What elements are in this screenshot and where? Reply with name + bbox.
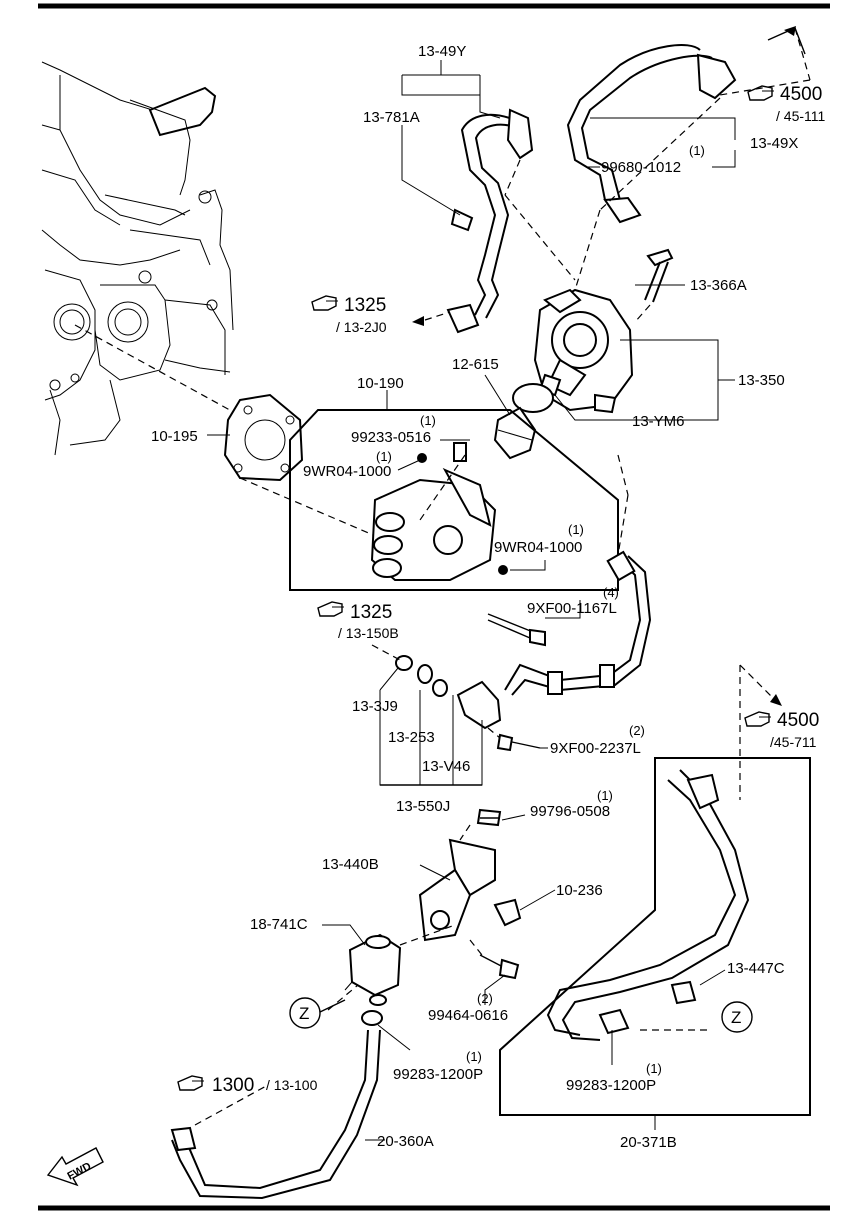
ref-1325-mid-sub: / 13-150B [338, 625, 399, 641]
z-marker-right: Z [731, 1008, 741, 1027]
label-99283-1200P-right: 99283-1200P [566, 1077, 656, 1094]
qty-99233-0516: (1) [420, 413, 436, 428]
ref-4500-top: 4500 [780, 84, 822, 105]
arrow-head [412, 316, 424, 326]
pointing-hand-icon [747, 85, 774, 101]
label-12-615: 12-615 [452, 356, 499, 373]
label-13-440B: 13-440B [322, 856, 379, 873]
label-99796-0508: 99796-0508 [530, 803, 610, 820]
label-9WR04-1000-a: 9WR04-1000 [303, 463, 391, 480]
label-9WR04-1000-b: 9WR04-1000 [494, 539, 582, 556]
qty-99283-1200P-right: (1) [646, 1061, 662, 1076]
pointing-hand-icon [177, 1075, 204, 1091]
qty-99283-1200P-left: (1) [466, 1049, 482, 1064]
fuel-hose-13-49Y [446, 108, 576, 334]
label-13-49X: 13-49X [750, 135, 798, 152]
label-20-360A: 20-360A [377, 1133, 434, 1150]
ref-1325-mid: 1325 [350, 602, 392, 623]
pointing-hand-icon [317, 601, 344, 617]
label-13-YM6: 13-YM6 [632, 413, 685, 430]
coupling-12-615 [493, 406, 537, 460]
z-circle-right [721, 1001, 753, 1033]
label-9XF00-2237L: 9XF00-2237L [550, 740, 641, 757]
fuel-pipe [456, 454, 652, 730]
qty-99796-0508: (1) [597, 788, 613, 803]
bolt-99464-0616 [469, 939, 520, 980]
label-13-49Y: 13-49Y [418, 43, 466, 60]
gasket-10-195 [223, 393, 421, 556]
bracket-13-440B [399, 808, 502, 946]
label-99233-0516: 99233-0516 [351, 429, 431, 446]
purge-solenoid-18-741C [327, 933, 402, 1011]
fuel-vapor-hose-20-360A [170, 1010, 383, 1200]
qty-9XF00-2237L: (2) [629, 723, 645, 738]
bolt-9XF00-1167L [487, 613, 546, 647]
qty-99464-0616: (2) [477, 991, 493, 1006]
high-pressure-fuel-pump [512, 248, 674, 414]
label-13-781A: 13-781A [363, 109, 420, 126]
fuel-hose-13-49X [566, 26, 811, 291]
qty-9WR04-1000-b: (1) [568, 522, 584, 537]
label-99680-1012: 99680-1012 [601, 159, 681, 176]
label-10-190: 10-190 [357, 375, 404, 392]
ref-4500-right: 4500 [777, 710, 819, 731]
ref-1325-top-sub: / 13-2J0 [336, 319, 387, 335]
qty-9WR04-1000-a: (1) [376, 449, 392, 464]
part-labels: 13-49Y 13-781A (1) 99680-1012 13-49X 450… [66, 43, 826, 1183]
bolt-9XF00-2237L [487, 727, 541, 752]
leader-lines [207, 60, 736, 1141]
label-99283-1200P-left: 99283-1200P [393, 1066, 483, 1083]
label-13-447C: 13-447C [727, 960, 785, 977]
seal-kit-13-550J [371, 644, 483, 786]
label-10-195: 10-195 [151, 428, 198, 445]
qty-99680-1012: (1) [689, 143, 705, 158]
label-13-3J9: 13-3J9 [352, 698, 398, 715]
label-13-366A: 13-366A [690, 277, 747, 294]
label-10-236: 10-236 [556, 882, 603, 899]
ref-1300: 1300 [212, 1075, 254, 1096]
pointing-hand-icon [311, 295, 338, 311]
clip-10-236 [493, 898, 522, 927]
label-13-350: 13-350 [738, 372, 785, 389]
ref-4500-top-sub: / 45-111 [776, 108, 826, 124]
fwd-label: FWD [66, 1160, 94, 1182]
label-13-253: 13-253 [388, 729, 435, 746]
label-13-V46: 13-V46 [422, 758, 470, 775]
housing-assembly-box [289, 409, 619, 591]
label-18-741C: 18-741C [250, 916, 308, 933]
label-13-550J: 13-550J [396, 798, 450, 815]
z-marker-left: Z [299, 1004, 309, 1023]
hose-assembly-box [499, 664, 811, 1116]
pointing-hand-icon [744, 711, 771, 727]
ref-1325-top: 1325 [344, 295, 386, 316]
label-99464-0616: 99464-0616 [428, 1007, 508, 1024]
forward-arrow-icon [46, 1147, 104, 1187]
qty-9XF00-1167L: (4) [603, 585, 619, 600]
label-20-371B: 20-371B [620, 1134, 677, 1151]
ref-1300-sub: / 13-100 [266, 1077, 318, 1093]
z-circle-left [289, 997, 321, 1029]
ref-4500-right-sub: /45-711 [770, 734, 817, 750]
label-9XF00-1167L: 9XF00-1167L [527, 600, 617, 617]
ref-arrow-1325-top [424, 311, 451, 321]
engine-block-illustration [41, 61, 249, 456]
